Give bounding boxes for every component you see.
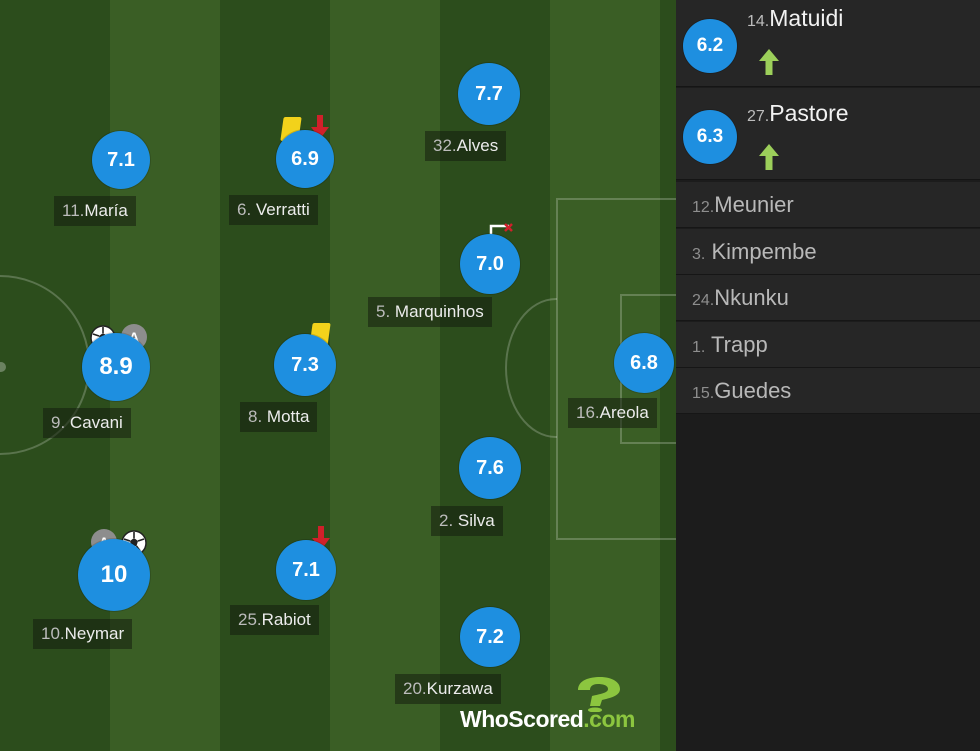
bench-row-trapp[interactable]: 1. Trapp [676, 322, 980, 368]
bench-row-nkunku[interactable]: 24.Nkunku [676, 275, 980, 321]
bench-row-kimpembe[interactable]: 3. Kimpembe [676, 229, 980, 275]
player-name-label: 20.Kurzawa [395, 674, 501, 704]
center-spot [0, 362, 6, 372]
player-name-label: 11.María [54, 196, 136, 226]
rating-bubble: 7.6 [459, 437, 521, 499]
sub-on-arrow-icon [759, 49, 779, 75]
logo-text: WhoScored.com [460, 706, 635, 732]
substitute-row-matuidi[interactable]: 6.2 14.Matuidi [676, 0, 980, 87]
player-name-label: 2. Silva [431, 506, 503, 536]
player-name-label: 8. Motta [240, 402, 318, 432]
substitute-name: 27.Pastore [747, 100, 849, 126]
whoscored-logo: WhoScored.com [458, 676, 668, 736]
bench-row-meunier[interactable]: 12.Meunier [676, 182, 980, 228]
question-mark-logo-icon [578, 677, 620, 712]
player-name-label: 10.Neymar [33, 619, 133, 649]
pitch: 7.1 11.María 6.9 6. Verratti 7.7 32.Alve… [0, 0, 676, 751]
penalty-box [556, 198, 676, 540]
rating-bubble: 7.1 [92, 131, 150, 189]
sub-on-arrow-icon [759, 144, 779, 170]
rating-bubble: 6.2 [683, 19, 737, 73]
substitutes-sidebar: 6.2 14.Matuidi 6.3 27.Pastore 12.Meunier… [676, 0, 980, 751]
rating-bubble: 6.3 [683, 110, 737, 164]
player-name-label: 9. Cavani [43, 408, 131, 438]
player-name-label: 16.Areola [568, 398, 657, 428]
rating-bubble: 7.0 [460, 234, 520, 294]
substitute-name: 14.Matuidi [747, 5, 844, 31]
bench-row-guedes[interactable]: 15.Guedes [676, 368, 980, 414]
rating-bubble: 7.3 [274, 334, 336, 396]
player-name-label: 6. Verratti [229, 195, 318, 225]
rating-bubble: 6.9 [276, 130, 334, 188]
player-name-label: 32.Alves [425, 131, 507, 161]
player-name-label: 5. Marquinhos [368, 297, 492, 327]
substitute-row-pastore[interactable]: 6.3 27.Pastore [676, 88, 980, 180]
rating-bubble: 7.7 [458, 63, 520, 125]
rating-bubble: 8.9 [82, 333, 150, 401]
player-name-label: 25.Rabiot [230, 605, 319, 635]
rating-bubble: 7.1 [276, 540, 336, 600]
rating-bubble: 10 [78, 539, 150, 611]
rating-bubble: 7.2 [460, 607, 520, 667]
rating-bubble: 6.8 [614, 333, 674, 393]
